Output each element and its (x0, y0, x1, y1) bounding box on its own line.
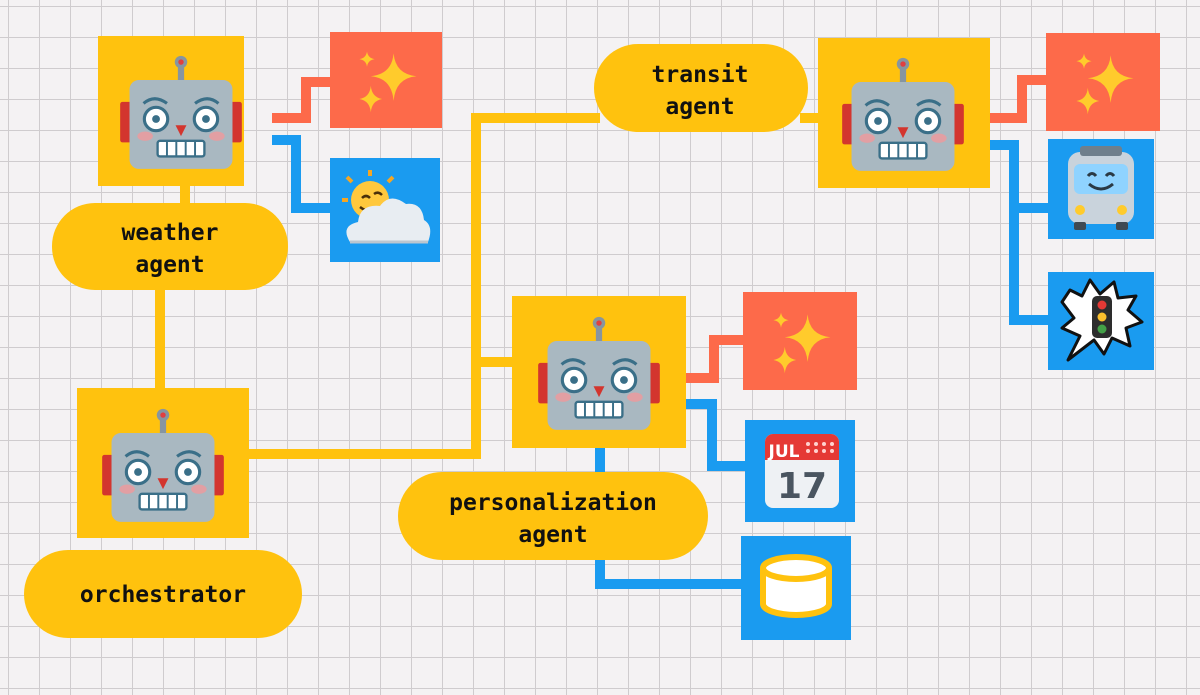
wire-personalization-llm (684, 335, 746, 383)
weather-agent-label: weather agent (52, 203, 288, 290)
weather-agent-label-line-1: weather (122, 220, 219, 246)
wire-weather-llm (272, 77, 334, 123)
bus-icon (1068, 146, 1134, 230)
database-tool[interactable] (741, 536, 851, 640)
transit-agent-label: transit agent (594, 44, 808, 132)
traffic-tool[interactable] (1048, 272, 1154, 370)
transit-agent-label-line-2: agent (665, 94, 734, 120)
wire-transit-traffic (1009, 205, 1050, 325)
wire-weather-tool (272, 135, 334, 213)
traffic-light-icon (1060, 278, 1144, 362)
transit-agent-node[interactable] (818, 38, 990, 188)
personalization-agent-node[interactable] (512, 296, 686, 448)
personalization-agent-pill (398, 472, 708, 560)
personalization-llm-tool[interactable] (743, 292, 857, 390)
wire-transit-bus (988, 140, 1050, 213)
weather-agent-pill (52, 203, 288, 290)
orchestrator-node[interactable] (77, 388, 249, 538)
weather-agent-label-line-2: agent (135, 252, 204, 278)
orchestrator-pill (24, 550, 302, 638)
wires (155, 75, 1050, 589)
calendar-icon: JUL 17 (765, 434, 839, 508)
wire-orchestrator-transit (245, 113, 600, 459)
transit-llm-tool[interactable] (1046, 33, 1160, 131)
weather-tool[interactable] (330, 158, 440, 262)
transit-bus-tool[interactable] (1048, 139, 1154, 239)
transit-agent-label-line-1: transit (652, 62, 749, 88)
personalization-agent-label: personalization agent (398, 472, 708, 560)
sun-behind-cloud-icon (342, 170, 431, 244)
calendar-tool[interactable]: JUL 17 (745, 420, 855, 522)
transit-agent-pill (594, 44, 808, 132)
wire-transit-llm (988, 75, 1050, 123)
personalization-agent-label-line-1: personalization (449, 490, 657, 516)
calendar-day: 17 (777, 466, 827, 507)
weather-agent-node[interactable] (98, 36, 244, 186)
wire-personalization-calendar (684, 399, 746, 471)
database-icon (760, 554, 832, 618)
calendar-month: JUL (768, 442, 800, 462)
personalization-agent-label-line-2: agent (518, 522, 587, 548)
orchestrator-label: orchestrator (24, 550, 302, 638)
orchestrator-label-text: orchestrator (80, 582, 246, 608)
weather-llm-tool[interactable] (330, 32, 442, 128)
